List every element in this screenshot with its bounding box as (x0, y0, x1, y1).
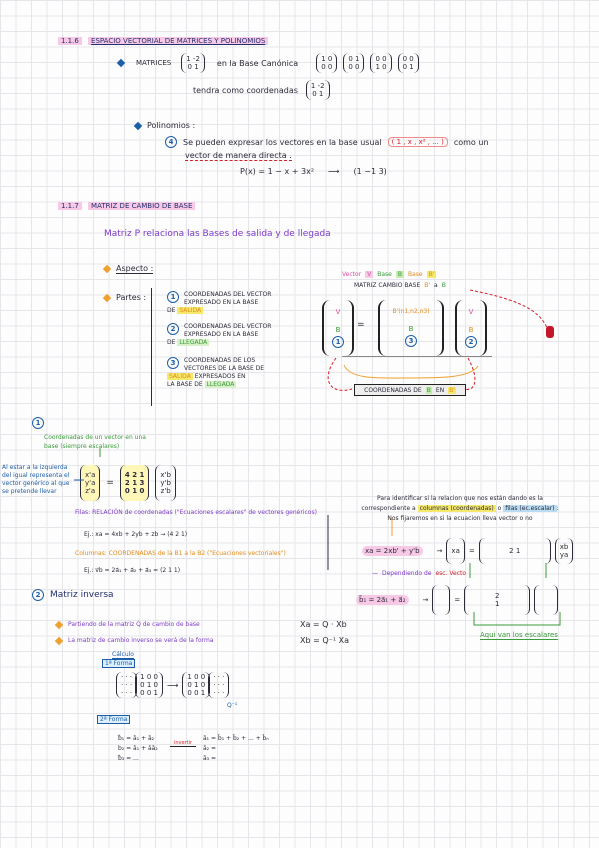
inversa-eq-1: Xa = Q · Xb (300, 620, 347, 629)
vector-b-column: V B 2 (455, 300, 487, 356)
matrix-caption: MATRIZ CAMBIO BASE B' a B (354, 282, 446, 289)
section-title: MATRIZ DE CAMBIO DE BASE (88, 202, 196, 210)
inversa-eq-2: Xb = Q⁻¹ Xa (300, 636, 349, 645)
poly-text: Se pueden expresar los vectores en la ba… (183, 137, 382, 147)
right-note: Para identificar si la relacion que nos … (361, 495, 559, 522)
diagram-line (342, 356, 492, 357)
calculo-label: Cálculo (112, 651, 134, 659)
number-badge: 1 (32, 417, 44, 429)
filas-text: RELACIÓN de coordenadas ("Ecuaciones esc… (92, 509, 317, 516)
part-1: 1 COORDENADAS DEL VECTOR EXPRESADO EN LA… (167, 291, 272, 314)
coords-text: tendra como coordenadas (193, 85, 298, 95)
section-number: 1.1.6 (58, 37, 82, 45)
matrices-label: MATRICES (136, 59, 172, 67)
columnas-label: Columnas: (75, 550, 107, 557)
forma-2-tag: 2ª Forma (97, 715, 131, 724)
section-title: ESPACIO VECTORIAL DE MATRICES Y POLINOMI… (88, 37, 269, 45)
coords-box: COORDENADAS DE B EN B' (354, 384, 466, 396)
arrow-icon: ⟶ (328, 167, 340, 176)
aqui-escalares: Aqui van los escalares (480, 631, 558, 640)
section-number: 1.1.7 (58, 202, 82, 210)
forma-2-left: b⃗₁ = ā₁ + ā₂ b₂ = ā₁ + āā₂ b⃗₃ = ... (118, 735, 158, 762)
inversa-bullet-1: Partiendo de la matriz Q de cambio de ba… (68, 621, 200, 628)
partes-label: Partes : (116, 293, 147, 302)
q-inverse-label: Q⁻¹ (227, 702, 238, 709)
note-izquierda: Al estar a la izquierda del igual repres… (2, 464, 70, 495)
poly-basis: ( 1 , x , x² , ... ) (387, 137, 448, 147)
badge-2: 2 (465, 336, 477, 348)
forma-2-arrow: invertir (170, 740, 196, 747)
part-2: 2 COORDENADAS DEL VECTOR EXPRESADO EN LA… (167, 323, 272, 346)
red-marker-icon (546, 326, 554, 338)
poly-text-como: como un (453, 137, 489, 147)
number-badge: 2 (32, 589, 44, 601)
parts-bracket (151, 288, 152, 406)
badge-1: 1 (332, 336, 344, 348)
equals-sign: = (357, 320, 365, 330)
part-3: 3 COORDENADAS DE LOS VECTORES DE LA BASE… (167, 357, 265, 388)
inversa-bullet-2: La matriz de cambio inverso se verá de l… (68, 637, 214, 644)
poly-result: (1 −1 3) (353, 167, 387, 176)
aspecto-label: Aspecto : (116, 264, 154, 274)
number-badge: 4 (165, 136, 177, 148)
poly-example: P(x) = 1 − x + 3x² (240, 167, 315, 176)
vector-v-column: V B 1 (322, 300, 354, 356)
filas-equation: Ej.: xa = 4xb + 2yb + zb → (4 2 1) (84, 531, 188, 538)
forma-2-right: ā₁ = b̄₁ + b̄₂ + ... + b̄ₙ ā₂ = ā₃ = (203, 735, 269, 762)
columnas-text: COORDENADAS de la B1 a la B2 ("Ecuacione… (108, 550, 286, 557)
change-matrix-column: B'(n1,n2,n3) B 3 (378, 300, 444, 356)
section-title: Matriz inversa (50, 590, 114, 600)
poly-text-2: vector de manera directa . (185, 151, 292, 161)
forma-1-tag: 1ª Forma (102, 659, 136, 668)
dependiendo-note: —Dependiendo de esc. Vecto (372, 570, 467, 577)
matriz-p-statement: Matriz P relaciona las Bases de salida y… (104, 229, 331, 239)
badge-3: 3 (405, 335, 417, 347)
columnas-equation: Ej.: v⃗b = 2a⃗₁ + a⃗₂ + a⃗₃ = (2 1 1) (84, 567, 181, 574)
polinomios-label: Polinomios : (147, 121, 196, 130)
canonical-basis-text: en la Base Canónica (216, 58, 299, 68)
filas-label: Filas: (75, 509, 91, 516)
note-coordenadas: Coordenadas de un vector en una base (si… (44, 434, 146, 450)
